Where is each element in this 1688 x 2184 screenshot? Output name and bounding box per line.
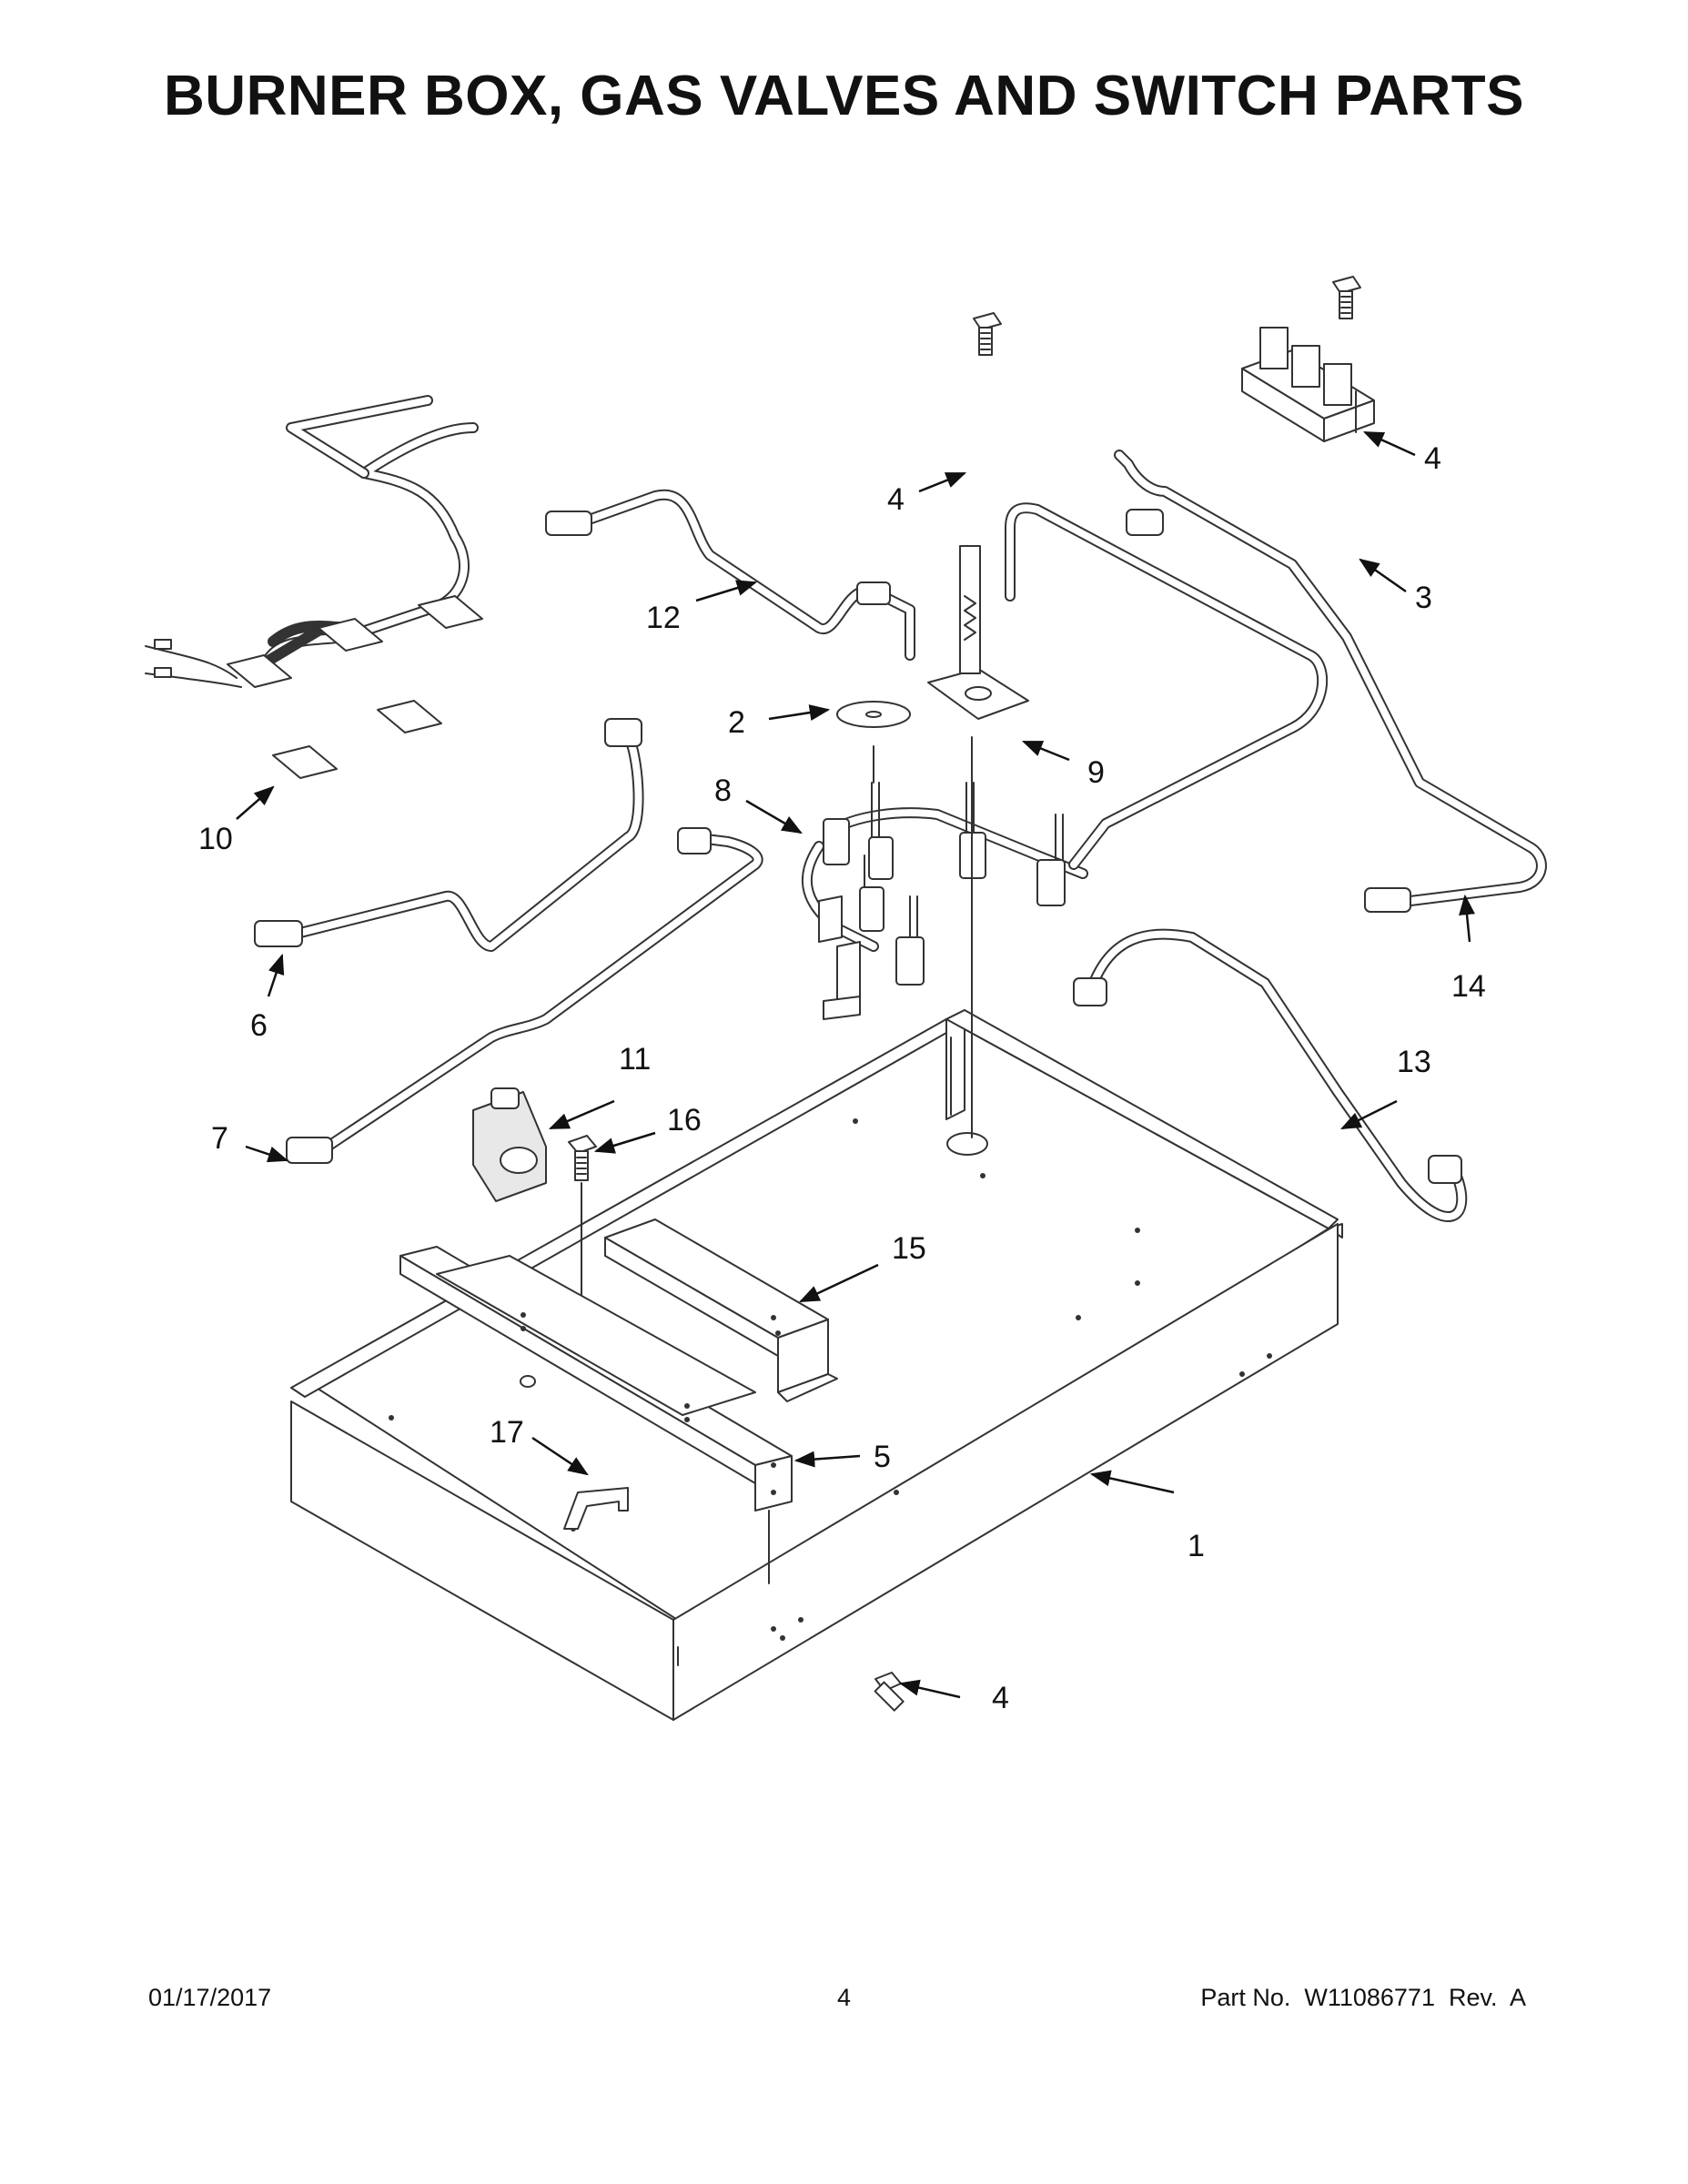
gas-tube-12 [545,489,915,661]
callout-7: 7 [211,1121,228,1156]
callout-6: 6 [250,1008,268,1043]
gas-valve-manifold [802,736,1088,1138]
gas-tube-6 [254,718,644,952]
bracket-5 [399,1246,793,1584]
callout-17: 17 [490,1415,524,1450]
callout-16: 16 [667,1103,702,1138]
callout-4-bottom: 4 [992,1681,1009,1715]
footer-page-number: 4 [836,1984,852,2011]
callout-8: 8 [714,774,732,808]
screw-top-right [1332,276,1361,319]
gas-tube-14 [1114,450,1547,913]
callout-2: 2 [728,705,745,740]
callout-14: 14 [1451,969,1486,1004]
screw-bottom [874,1672,905,1712]
page-title: BURNER BOX, GAS VALVES AND SWITCH PARTS [164,65,1524,127]
gas-regulator [472,1087,547,1202]
callout-3: 3 [1415,581,1432,615]
bracket-17 [563,1487,629,1530]
bracket-plate [927,545,1029,720]
callout-13: 13 [1397,1045,1431,1079]
bracket-15 [604,1218,838,1402]
wire-harness [145,395,483,779]
callout-4-top-center: 4 [887,482,905,517]
callout-5: 5 [874,1440,891,1474]
callout-12: 12 [646,601,681,635]
switch-assembly [1241,327,1375,442]
callout-15: 15 [892,1231,926,1266]
footer-part-number: Part No. W11086771 Rev. A [1200,1984,1526,2011]
callout-4-top-right: 4 [1424,441,1441,476]
gas-tube-7 [286,827,763,1164]
callout-11: 11 [619,1042,651,1077]
callout-9: 9 [1087,755,1105,790]
washer [836,701,911,728]
callout-arrows [236,430,1475,1699]
gas-tube-13 [1073,928,1468,1222]
callout-1: 1 [1188,1529,1205,1563]
footer-date: 01/17/2017 [148,1984,272,2011]
callout-labels: 1 2 3 4 4 4 5 6 7 8 9 10 11 12 13 14 15 … [198,441,1486,1715]
gas-tube-main [1005,502,1328,870]
callout-10: 10 [198,822,233,856]
screw-top-center [973,312,1002,356]
